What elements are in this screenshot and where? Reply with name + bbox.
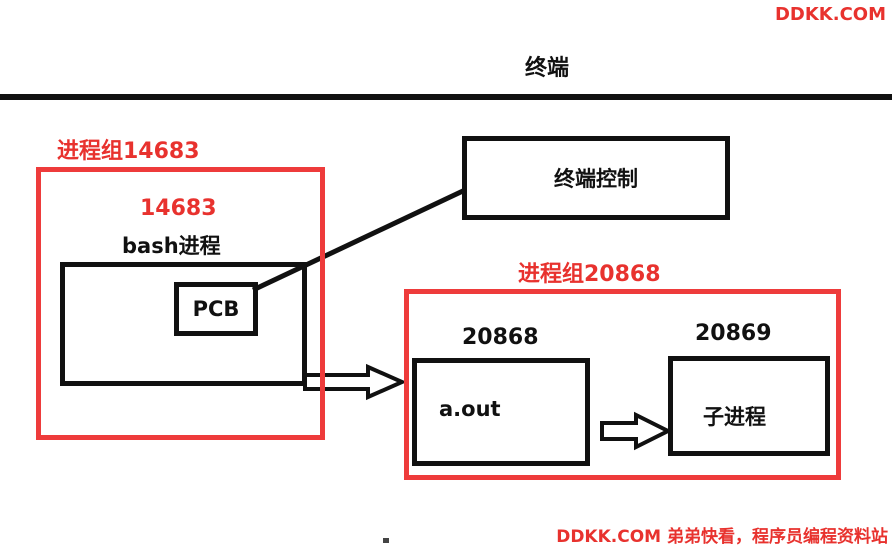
aout-label: a.out — [439, 397, 501, 421]
aout-to-child-arrow — [600, 411, 673, 451]
pcb-terminal-control-line — [251, 187, 467, 293]
group-bash-box — [36, 167, 325, 440]
aout-box: a.out — [412, 358, 590, 466]
watermark-top: DDKK.COM — [774, 4, 886, 25]
pcb-label: PCB — [192, 297, 240, 321]
group-aout-box — [404, 289, 841, 480]
cursor-mark — [383, 538, 389, 543]
terminal-divider-line — [0, 94, 892, 100]
child-pid: 20869 — [695, 321, 772, 346]
pcb-box: PCB — [174, 282, 258, 336]
group-aout-label: 进程组20868 — [518, 262, 661, 287]
child-process-label: 子进程 — [703, 405, 766, 429]
terminal-label: 终端 — [525, 56, 570, 81]
child-process-box: 子进程 — [668, 356, 830, 456]
bash-pid: 14683 — [140, 196, 217, 221]
group-bash-label: 进程组14683 — [57, 139, 200, 164]
bash-process-label: bash进程 — [122, 234, 221, 258]
bash-to-aout-arrow — [303, 363, 407, 401]
aout-pid: 20868 — [462, 325, 539, 350]
terminal-control-box: 终端控制 — [462, 136, 730, 220]
bash-process-box — [60, 262, 307, 386]
terminal-control-label: 终端控制 — [554, 167, 638, 191]
watermark-bottom: DDKK.COM 弟弟快看，程序员编程资料站 — [556, 527, 888, 547]
